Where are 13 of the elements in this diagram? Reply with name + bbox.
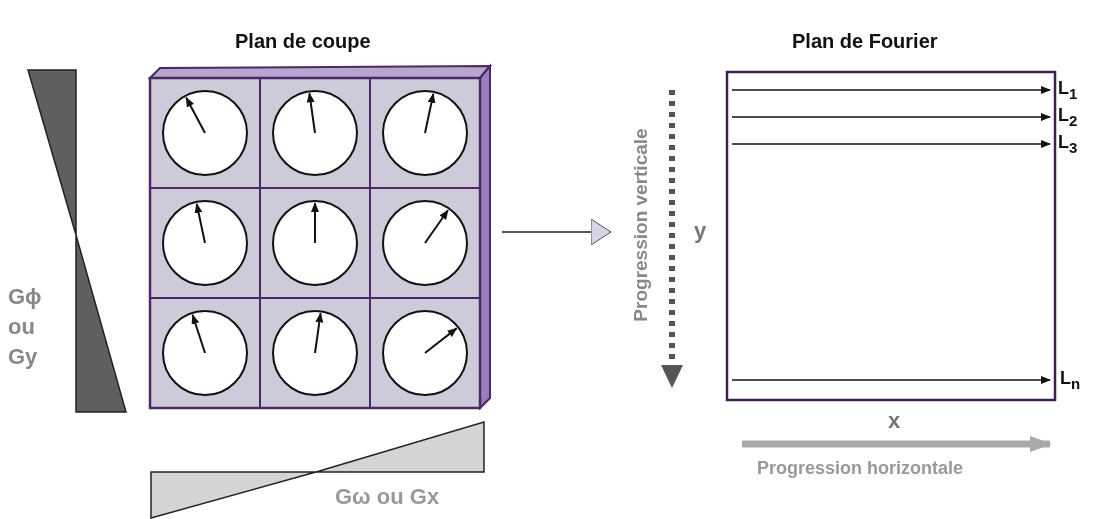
panel-title: Plan de coupe	[235, 30, 371, 53]
panel-title: Plan de Fourier	[792, 30, 938, 53]
axis-label: x	[888, 408, 901, 434]
arrow	[501, 218, 612, 246]
axis-label: y	[694, 218, 707, 244]
line-label: L$_{n}$	[1060, 368, 1081, 392]
gradient-label: Gϕ ou Gy	[8, 283, 43, 371]
line-label: L$_{1}$	[1058, 78, 1078, 102]
axis-label: Progression verticale	[629, 128, 652, 322]
line-label: L$_{3}$	[1058, 132, 1078, 156]
axis-label: Progression horizontale	[757, 458, 964, 479]
gradient-label: Gω ou Gx	[335, 484, 440, 510]
line-label: L$_{2}$	[1058, 105, 1078, 129]
